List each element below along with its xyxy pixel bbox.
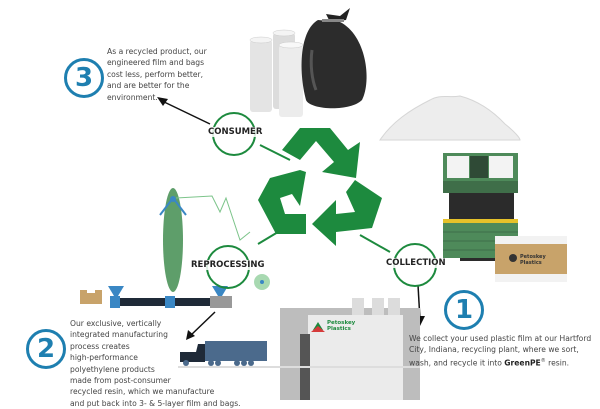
step-3-number: 3 (64, 58, 104, 98)
step-2-line: high-performance (70, 353, 138, 363)
step-1-brand-mark: ® (540, 357, 546, 364)
factory-icon (280, 298, 420, 400)
extruder-icon (80, 188, 270, 308)
step-3-line: engineered film and bags (107, 58, 205, 68)
step-3-line: and are better for the (107, 81, 190, 91)
factory-logo-line1: Petoskey (327, 320, 356, 326)
step-2-line: Our exclusive, vertically (70, 319, 162, 328)
factory-logo-line2: Plastics (327, 326, 351, 332)
step-3-line: environment. (107, 92, 158, 102)
step-2-number: 2 (26, 329, 66, 369)
step-3-description: As a recycled product, our engineered fi… (107, 46, 207, 103)
step-2-line: made from post-consumer (70, 376, 171, 386)
stage-collection-label: COLLECTION (385, 258, 447, 268)
box-icon (80, 290, 102, 304)
connector-consumer (259, 144, 291, 161)
step-1-number: 1 (444, 290, 484, 330)
illustration-layer (80, 2, 567, 400)
step-1-text: We collect your used plastic film at our… (409, 334, 592, 368)
step-2-line: integrated manufacturing (70, 330, 168, 340)
arrow-to-truck (189, 311, 216, 337)
step-1-description: We collect your used plastic film at our… (409, 333, 594, 369)
step-1-suffix: resin. (545, 358, 570, 368)
film-rolls-icon (249, 29, 304, 117)
bale-logo-line1: Petoskey (520, 254, 546, 260)
step-2-line: recycled resin, which we manufacture (70, 387, 215, 397)
recycle-icon (258, 128, 382, 246)
factory-logo: Petoskey Plastics (327, 320, 355, 332)
connector-collection (359, 234, 391, 253)
step-2-line: process creates (70, 341, 130, 351)
step-1-brand: GreenPE (504, 358, 541, 368)
stage-reprocessing-label: REPROCESSING (190, 260, 266, 270)
step-3-line: As a recycled product, our (107, 47, 207, 56)
arrow-head-truck (186, 330, 195, 340)
stage-consumer-label: CONSUMER (207, 127, 264, 137)
step-3-line: cost less, perform better, (107, 69, 204, 79)
step-2-line: polyethylene products (70, 364, 155, 374)
plastic-flakes-icon (379, 95, 521, 141)
arrow-head-step3 (157, 97, 168, 106)
arrow-to-step3 (159, 99, 211, 125)
bale-logo: Petoskey Plastics (520, 254, 546, 266)
connector-reprocessing (257, 231, 279, 245)
trash-bag-icon (301, 2, 367, 109)
truck-icon (178, 341, 420, 368)
step-2-description: Our exclusive, vertically integrated man… (70, 318, 241, 409)
bale-logo-line2: Plastics (520, 260, 542, 266)
bale-icon (495, 236, 567, 282)
